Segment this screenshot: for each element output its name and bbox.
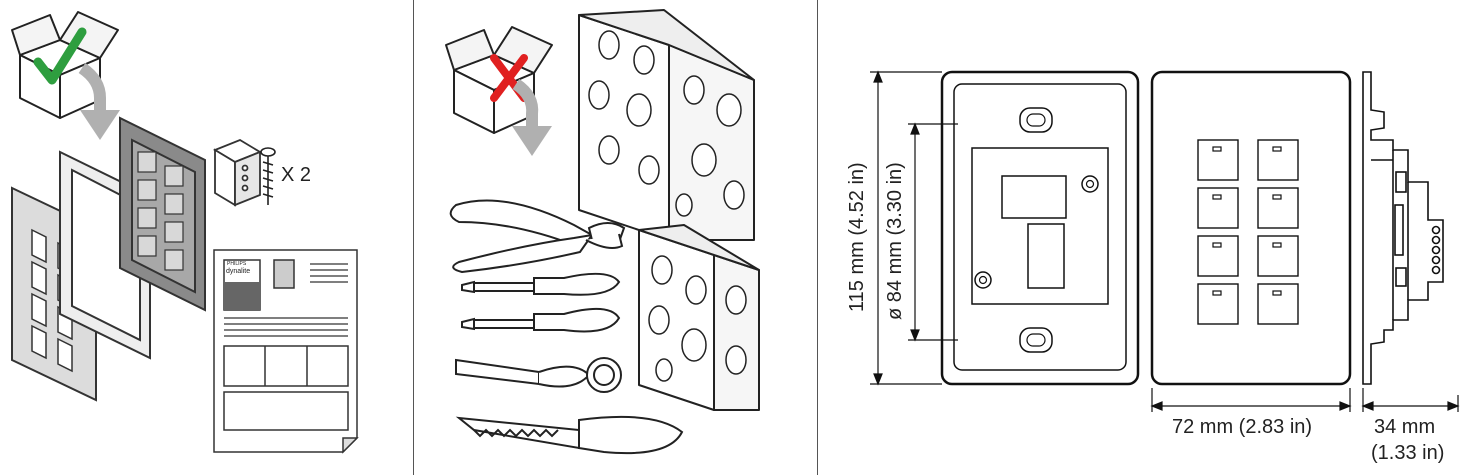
dimension-lines [870,70,1460,412]
back-plate-drawing [940,70,1140,386]
screwdriver-flat-icon [461,307,621,333]
screwdriver-phillips-icon [461,272,621,296]
side-profile-drawing [1362,71,1444,385]
package-contents-panel: PHILIPS dynalite X 2 [0,0,413,475]
panel-divider-2 [817,0,818,475]
dimensions-panel: 115 mm (4.52 in) ø 84 mm (3.30 in) 72 mm… [818,0,1475,475]
panel-divider-1 [413,0,414,475]
screw-quantity-label: X 2 [281,164,312,186]
manual-brand-text: PHILIPS [227,261,247,267]
pliers-icon [449,199,626,274]
not-included-drawing [445,9,760,455]
down-arrow-icon [512,79,552,156]
saw-icon [455,415,684,455]
hole-diameter-dimension-label: ø 84 mm (3.30 in) [884,162,906,320]
down-arrow-icon [78,63,120,140]
dimensions-drawing [870,70,1460,412]
terminal-connector [212,138,263,207]
open-box-icon [445,26,553,134]
wire-stripper-icon [455,357,622,393]
depth-dimension-label-in: (1.33 in) [1371,442,1445,464]
front-plate-drawing [1150,70,1352,386]
depth-dimension-label-mm: 34 mm [1374,416,1436,438]
instruction-manual [213,249,359,454]
height-dimension-label: 115 mm (4.52 in) [846,162,868,312]
not-included-panel [414,0,817,475]
keypad-module [119,116,206,312]
width-dimension-label: 72 mm (2.83 in) [1172,416,1313,438]
electrical-box-lower [638,224,760,411]
electrical-box-upper [578,9,755,241]
checkmark-icon [33,27,87,85]
package-contents-drawing [11,11,359,454]
screw-icon [260,147,276,205]
manual-product-text: dynalite [226,268,251,275]
